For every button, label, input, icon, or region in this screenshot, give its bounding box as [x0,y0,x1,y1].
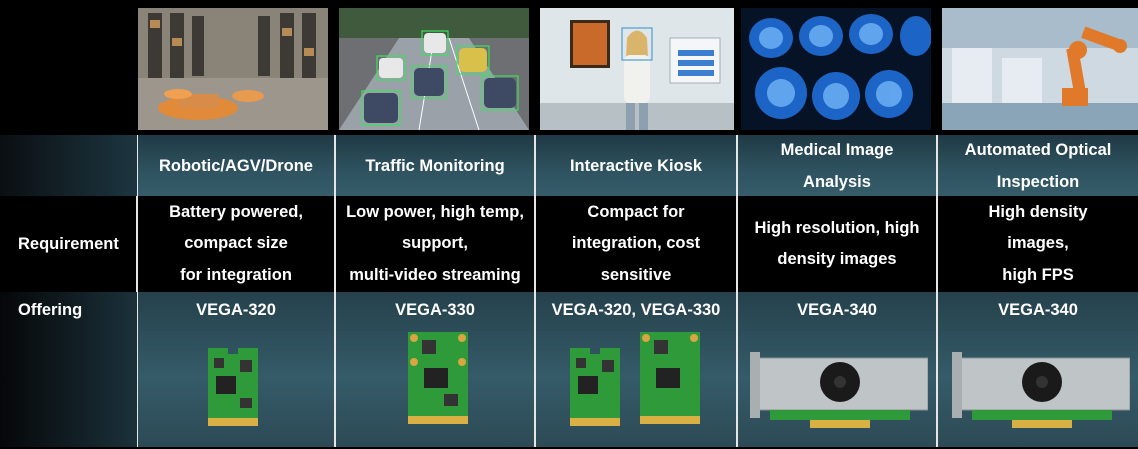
vega-340-pcie-card-icon [952,352,1130,432]
title-row-label [0,135,137,196]
requirement-traffic: Low power, high temp,support,multi-video… [336,196,534,292]
column-separator [534,135,536,447]
vega-320-board-icon [566,348,624,426]
offering-traffic: VEGA-330 [336,292,534,447]
vega-340-pcie-card-icon [750,352,928,432]
offering-kiosk: VEGA-320, VEGA-330 [536,292,736,447]
requirement-row-label: Requirement [18,234,119,253]
vega-330-board-icon [640,332,700,424]
offering-robotic: VEGA-320 [138,292,334,447]
column-title-robotic: Robotic/AGV/Drone [138,135,334,196]
column-separator [334,135,336,447]
medical-image-analysis-image [741,8,931,130]
column-separator [136,135,138,447]
traffic-monitoring-image [339,8,529,130]
automated-optical-inspection-image [942,8,1138,130]
offering-row-label: Offering [0,292,137,447]
column-separator [936,135,938,447]
column-separator [736,135,738,447]
vega-320-board-icon [204,348,262,426]
offering-medical: VEGA-340 [738,292,936,447]
interactive-kiosk-image [540,8,734,130]
offering-name: VEGA-340 [998,301,1078,319]
offering-name: VEGA-340 [797,301,877,319]
offering-aoi: VEGA-340 [938,292,1138,447]
robot-warehouse-image [138,8,328,130]
offering-name: VEGA-320, VEGA-330 [551,301,721,319]
column-title-kiosk: Interactive Kiosk [536,135,736,196]
offering-name: VEGA-330 [395,301,475,319]
column-title-traffic: Traffic Monitoring [336,135,534,196]
offering-name: VEGA-320 [196,301,276,319]
vega-330-board-icon [408,332,468,424]
